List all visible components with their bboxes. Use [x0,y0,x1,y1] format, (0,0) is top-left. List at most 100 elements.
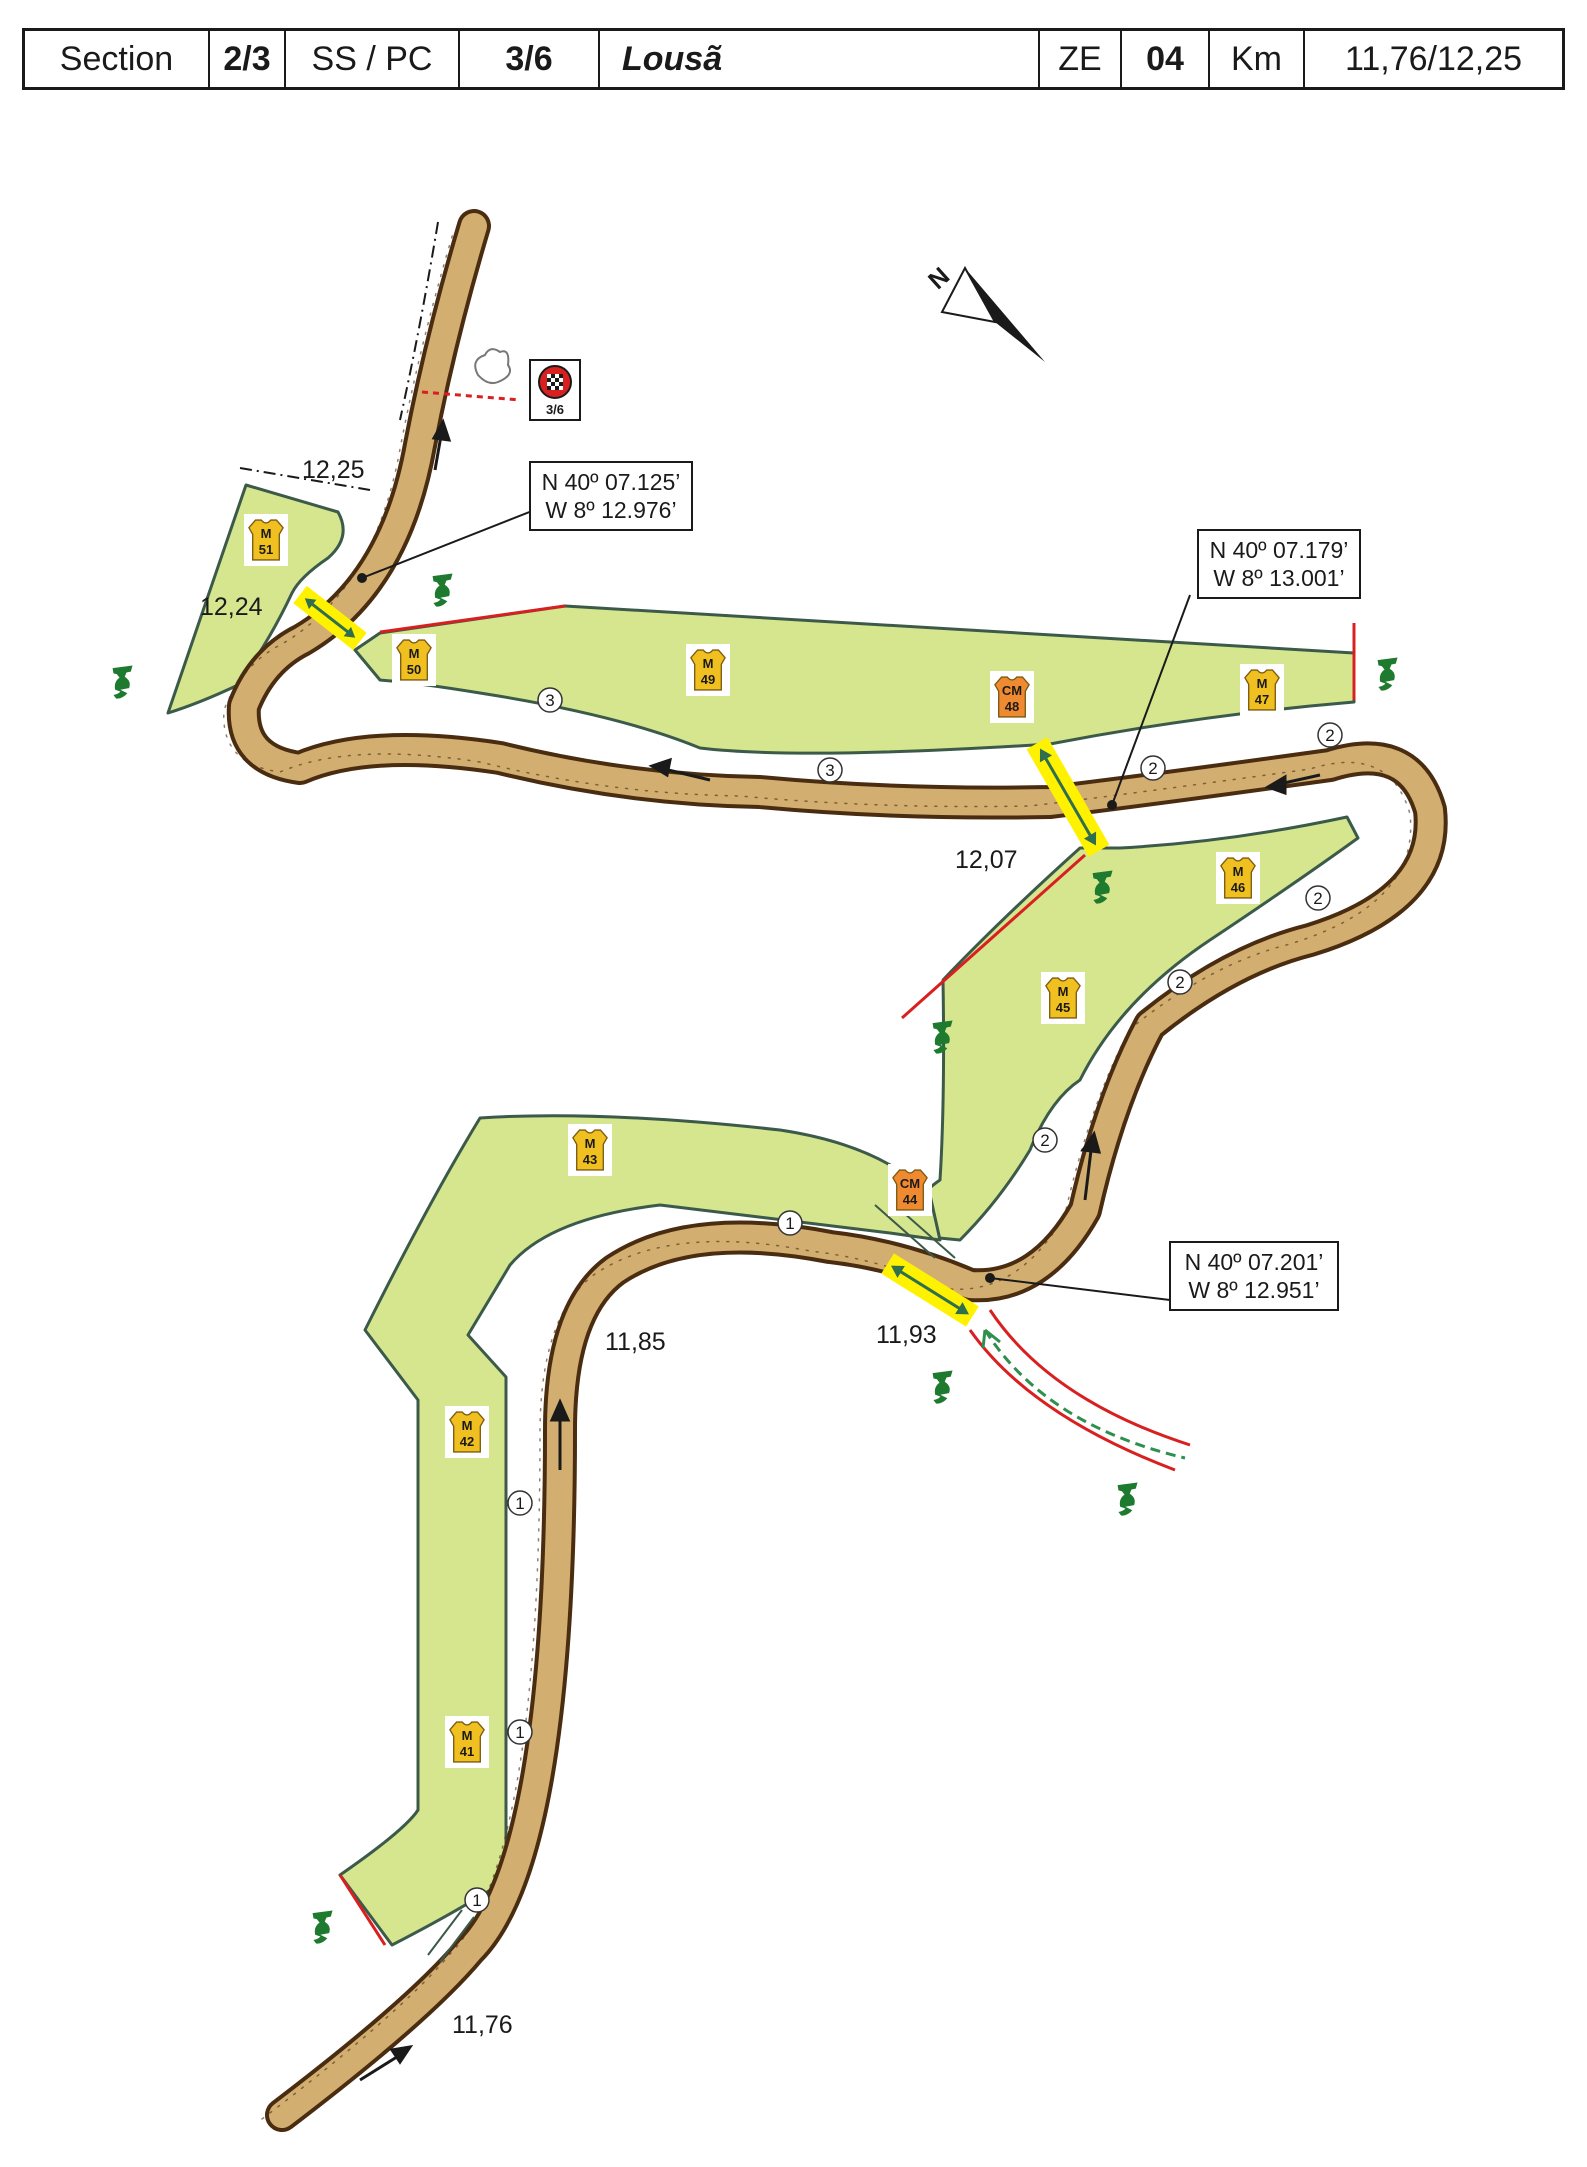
marshal-prefix: M [409,646,420,661]
marshal-prefix: CM [900,1176,920,1191]
marshal-prefix: M [585,1136,596,1151]
svg-text:1: 1 [472,1891,481,1910]
marshal-number: 44 [903,1192,918,1207]
marshal-number: 42 [460,1434,474,1449]
marshal-post: M49 [686,644,730,696]
km-value: 11,76/12,25 [1344,39,1523,78]
zone-circle: 2 [1167,969,1193,995]
spectator-figure [932,1370,953,1404]
km-label: 12,24 [200,593,263,621]
spectator-figure [432,573,453,607]
zone-circle: 2 [1305,885,1331,911]
marshal-post: M41 [445,1716,489,1768]
km-label: 12,07 [955,846,1018,874]
marshal-post: M45 [1041,972,1085,1024]
marshal-number: 46 [1231,880,1245,895]
marshal-number: 47 [1255,692,1269,707]
svg-text:3: 3 [825,761,834,780]
marshal-post: M43 [568,1124,612,1176]
ze-label: ZE [1040,31,1122,87]
zone-circle: 2 [1317,722,1343,748]
marshal-prefix: M [261,526,272,541]
svg-text:2: 2 [1313,889,1322,908]
km-label: 11,76 [452,2011,513,2039]
km-label: 11,93 [876,1321,937,1349]
gps-lat: N 40º 07.201’ [1185,1249,1324,1275]
marshal-post: M46 [1216,852,1260,904]
old-road [239,221,439,491]
zone-circle: 2 [1032,1127,1058,1153]
marshal-number: 41 [460,1744,474,1759]
section-value: 2/3 [210,31,286,87]
svg-text:2: 2 [1325,726,1334,745]
marshal-prefix: M [1058,984,1069,999]
km-label: Km [1210,31,1305,87]
zone-b [353,604,1356,755]
sspc-label: SS / PC [286,31,460,87]
marshal-number: 48 [1005,699,1019,714]
svg-text:2: 2 [1175,973,1184,992]
svg-text:1: 1 [515,1723,524,1742]
marshal-number: 50 [407,662,421,677]
sspc-value: 3/6 [460,31,600,87]
finish-sign-label: 3/6 [546,402,564,417]
zone-circle: 1 [777,1210,803,1236]
finish-control-sign: 3/6 [474,348,581,421]
zone-circle: 3 [817,757,843,783]
gps-lon: W 8º 12.976’ [545,497,676,523]
stage-road [223,209,1448,2132]
ze-value: 04 [1122,31,1210,87]
marshal-post: M47 [1240,664,1284,716]
north-label: N [923,262,955,295]
spectator-figure [312,1910,333,1944]
zone-circle: 2 [1140,755,1166,781]
marshal-prefix: M [703,656,714,671]
gps-lat: N 40º 07.179’ [1210,537,1349,563]
zone-d [338,1114,942,1947]
svg-text:1: 1 [785,1214,794,1233]
spectator-zones [166,483,1360,1947]
km-label: 12,25 [302,456,365,484]
marshal-number: 49 [701,672,715,687]
direction-arrows [359,418,1321,2082]
svg-text:1: 1 [515,1494,524,1513]
zone-circle: 3 [537,687,563,713]
north-arrow: N [923,262,1045,362]
marshal-post: M42 [445,1406,489,1458]
stage-name: Lousã [600,31,1040,87]
svg-text:2: 2 [1040,1131,1049,1150]
marshal-prefix: M [1257,676,1268,691]
zone-number-circles: 3 3 2 2 2 2 2 1 1 1 1 [464,687,1343,1913]
km-label: 11,85 [605,1328,666,1356]
marshal-number: 51 [259,542,273,557]
marshal-prefix: M [462,1728,473,1743]
marshal-post: M50 [392,634,436,686]
svg-text:2: 2 [1148,759,1157,778]
svg-text:3: 3 [545,691,554,710]
marshal-prefix: CM [1002,683,1022,698]
zone-circle: 1 [507,1490,533,1516]
marshal-number: 43 [583,1152,597,1167]
marshal-number: 45 [1056,1000,1070,1015]
gps-lat: N 40º 07.125’ [542,469,681,495]
spectator-figure [1377,657,1398,691]
km-labels: 12,25 12,24 12,07 11,85 11,93 11,76 [200,456,1018,2039]
spectator-figure [112,665,133,699]
zone-circle: 1 [507,1719,533,1745]
zone-a [166,483,345,715]
section-label: Section [25,31,210,87]
zone-circle: 1 [464,1887,490,1913]
gps-callouts: N 40º 07.125’ W 8º 12.976’ N 40º 07.179’… [357,461,1361,1311]
restriction-lines [338,390,1356,1946]
marshal-post: M51 [244,514,288,566]
stage-header: Section 2/3 SS / PC 3/6 Lousã ZE 04 Km 1… [22,28,1565,90]
spectator-figure [1117,1482,1138,1516]
gps-lon: W 8º 12.951’ [1188,1277,1319,1303]
gps-lon: W 8º 13.001’ [1213,565,1344,591]
marshal-prefix: M [462,1418,473,1433]
marshal-prefix: M [1233,864,1244,879]
